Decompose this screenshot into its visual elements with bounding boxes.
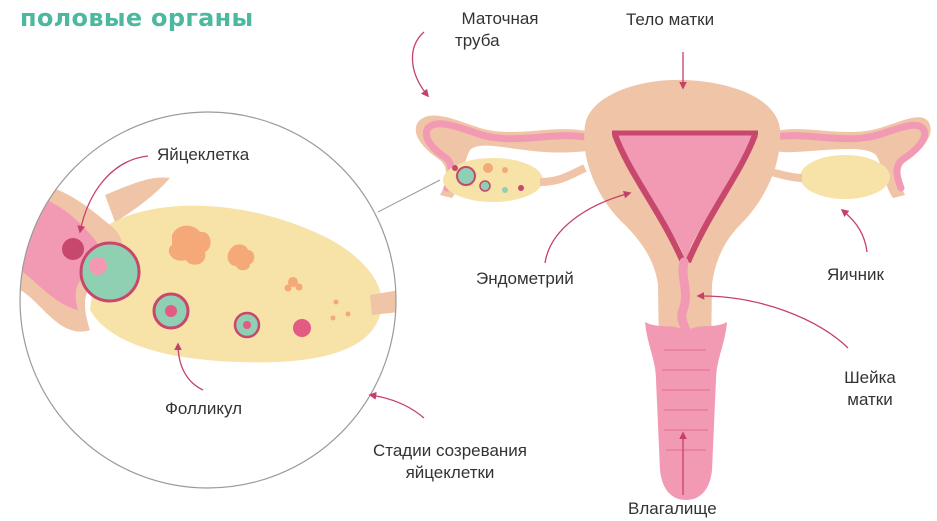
zoom-connector xyxy=(378,180,440,212)
label-cervix-line2: матки xyxy=(820,389,920,411)
label-maturation-stages: Стадии созревания яйцеклетки xyxy=(350,440,550,484)
label-follicle: Фолликул xyxy=(165,398,242,420)
label-uterus-body: Тело матки xyxy=(626,9,714,31)
label-vagina: Влагалище xyxy=(628,498,717,520)
arrow-maturation xyxy=(370,395,424,418)
mature-follicle xyxy=(81,243,139,301)
arrow-fallopian-tube xyxy=(412,32,428,96)
egg-cell xyxy=(62,238,84,260)
label-fallopian-tube: Маточная труба xyxy=(450,8,550,52)
label-maturation-line1: Стадии созревания xyxy=(350,440,550,462)
arrow-ovary xyxy=(842,210,867,252)
label-egg-cell: Яйцеклетка xyxy=(157,144,249,166)
label-cervix-line1: Шейка xyxy=(820,367,920,389)
label-cervix: Шейка матки xyxy=(820,367,920,411)
label-fallopian-tube-line2: труба xyxy=(450,30,550,52)
label-ovary: Яичник xyxy=(827,264,884,286)
right-ovary xyxy=(800,155,890,199)
cervical-canal xyxy=(682,262,687,340)
label-maturation-line2: яйцеклетки xyxy=(350,462,550,484)
label-fallopian-tube-line1: Маточная xyxy=(450,8,550,30)
label-endometrium: Эндометрий xyxy=(476,268,574,290)
zoom-circle xyxy=(20,112,400,488)
